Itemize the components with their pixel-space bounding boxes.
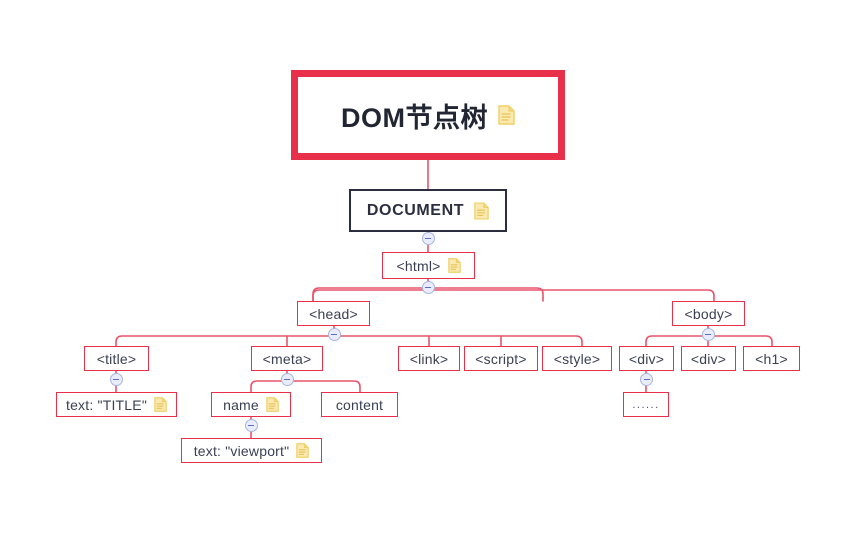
node-style-label: <style>	[553, 350, 601, 367]
collapse-html[interactable]	[421, 281, 435, 294]
node-viewport-text[interactable]: text: "viewport"	[181, 438, 322, 463]
node-body[interactable]: <body>	[672, 301, 745, 326]
node-head-label: <head>	[309, 305, 358, 322]
node-h1[interactable]: <h1>	[743, 346, 800, 371]
node-meta-content[interactable]: content	[321, 392, 398, 417]
collapse-meta-name[interactable]	[244, 419, 258, 432]
document-page-icon	[447, 258, 461, 273]
node-root-title[interactable]: DOM节点树	[291, 70, 565, 160]
node-root-title-label: DOM节点树	[341, 102, 488, 133]
node-html-label: <html>	[396, 257, 441, 274]
node-div-1-label: <div>	[628, 350, 665, 367]
node-document-label: DOCUMENT	[366, 201, 465, 219]
node-meta-content-label: content	[335, 396, 384, 413]
node-body-label: <body>	[684, 305, 733, 322]
node-title[interactable]: <title>	[84, 346, 149, 371]
node-document[interactable]: DOCUMENT	[349, 189, 507, 232]
collapse-head[interactable]	[327, 328, 341, 341]
collapse-body[interactable]	[701, 328, 715, 341]
collapse-div1[interactable]	[640, 373, 653, 386]
node-div-1[interactable]: <div>	[619, 346, 674, 371]
document-page-icon	[474, 201, 489, 220]
node-meta-name-label: name	[223, 396, 259, 413]
collapse-document[interactable]	[421, 232, 435, 245]
node-script[interactable]: <script>	[464, 346, 538, 371]
node-link-label: <link>	[409, 350, 449, 367]
node-html[interactable]: <html>	[382, 252, 475, 279]
document-page-icon	[296, 443, 310, 458]
node-title-text-label: text: "TITLE"	[65, 396, 147, 413]
collapse-meta[interactable]	[280, 373, 294, 386]
node-viewport-text-label: text: "viewport"	[193, 442, 290, 459]
node-h1-label: <h1>	[755, 350, 788, 367]
document-page-icon	[498, 105, 515, 125]
node-div-ellipsis-label: ......	[632, 398, 660, 411]
node-div-ellipsis[interactable]: ......	[623, 392, 669, 417]
node-meta-label: <meta>	[262, 350, 312, 367]
collapse-title[interactable]	[109, 373, 123, 386]
node-meta-name[interactable]: name	[211, 392, 291, 417]
node-title-label: <title>	[96, 350, 137, 367]
node-div-2[interactable]: <div>	[681, 346, 736, 371]
node-style[interactable]: <style>	[542, 346, 612, 371]
node-meta[interactable]: <meta>	[251, 346, 323, 371]
node-script-label: <script>	[475, 350, 527, 367]
node-div-2-label: <div>	[690, 350, 727, 367]
document-page-icon	[154, 397, 167, 412]
node-title-text[interactable]: text: "TITLE"	[56, 392, 177, 417]
node-head[interactable]: <head>	[297, 301, 370, 326]
node-link[interactable]: <link>	[398, 346, 460, 371]
document-page-icon	[266, 397, 279, 412]
